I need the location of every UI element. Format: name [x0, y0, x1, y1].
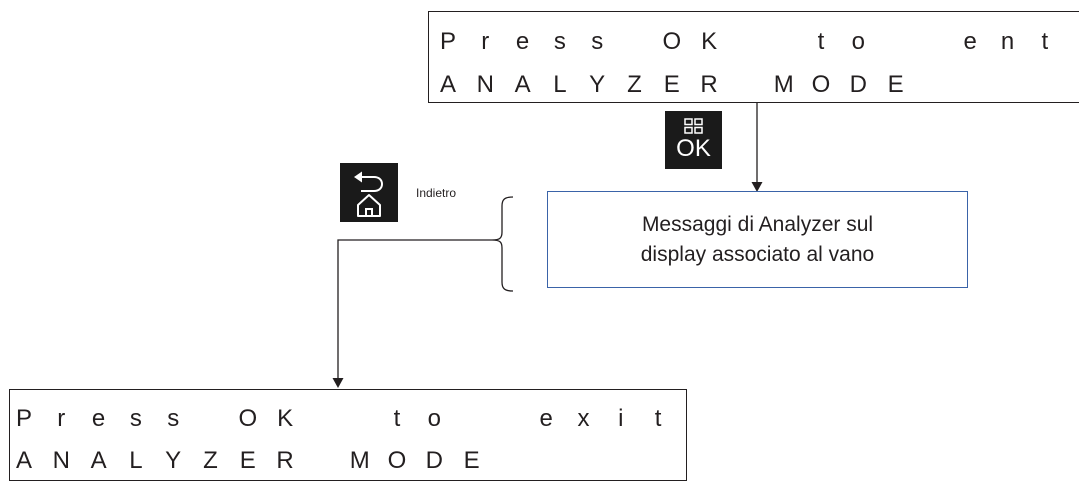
lcd-char: n: [1000, 28, 1015, 55]
lcd-char: e: [539, 405, 553, 432]
lcd-char: t: [654, 405, 662, 432]
lcd-char: N: [476, 71, 494, 98]
home-icon: [357, 194, 381, 217]
message-line-1: Messaggi di Analyzer sul: [641, 212, 874, 236]
lcd-char: O: [662, 28, 682, 55]
lcd-char: e: [91, 405, 106, 432]
lcd-char: E: [887, 71, 904, 98]
lcd-char: r: [1067, 24, 1079, 60]
arrowhead-to-bottom: [332, 378, 344, 388]
lcd-char: o: [851, 28, 865, 55]
connector-brace-to-bottom: [337, 239, 492, 379]
lcd-char: Y: [589, 71, 606, 98]
lcd-char: R: [700, 71, 718, 98]
back-label: Indietro: [416, 186, 457, 200]
lcd-char: A: [514, 71, 531, 98]
lcd-char: s: [129, 405, 142, 432]
lcd-char: M: [773, 71, 794, 98]
lcd-char: R: [276, 447, 294, 474]
lcd-char: D: [425, 447, 443, 474]
back-arrow-icon: [354, 171, 384, 192]
curly-brace: [491, 196, 514, 292]
lcd-char: s: [167, 405, 180, 432]
lcd-char: E: [463, 447, 480, 474]
lcd-char: L: [129, 447, 143, 474]
lcd-char: s: [553, 28, 566, 55]
lcd-char: L: [553, 71, 567, 98]
lcd-char: o: [427, 405, 441, 432]
lcd-char: Z: [203, 447, 218, 474]
lcd-char: Y: [165, 447, 182, 474]
message-line-2: display associato al vano: [640, 242, 875, 266]
lcd-char: K: [277, 405, 294, 432]
back-home-key: [340, 163, 398, 222]
ok-key: OK: [665, 111, 722, 169]
lcd-char: E: [239, 447, 256, 474]
lcd-char: Z: [627, 71, 642, 98]
lcd-char: i: [618, 405, 624, 432]
lcd-char: E: [663, 71, 680, 98]
lcd-char: x: [577, 405, 590, 432]
lcd-char: D: [849, 71, 867, 98]
lcd-char: t: [817, 28, 825, 55]
analyzer-message-box: Messaggi di Analyzer sul display associa…: [547, 191, 968, 288]
lcd-char: P: [15, 405, 32, 432]
lcd-char: K: [701, 28, 718, 55]
lcd-char: N: [52, 447, 70, 474]
lcd-char: r: [57, 405, 66, 432]
lcd-char: A: [90, 447, 107, 474]
menu-grid-icon: [684, 118, 703, 134]
lcd-char: A: [439, 71, 456, 98]
ok-key-label: OK: [676, 135, 711, 162]
lcd-char: e: [515, 28, 530, 55]
lcd-char: O: [387, 447, 407, 474]
lcd-char: s: [591, 28, 604, 55]
lcd-char: P: [439, 28, 456, 55]
lcd-char: e: [963, 28, 977, 55]
lcd-char: A: [15, 447, 32, 474]
lcd-char: t: [1041, 28, 1049, 55]
lcd-char: M: [349, 447, 370, 474]
arrowhead-to-message: [751, 182, 763, 192]
lcd-char: O: [811, 71, 831, 98]
lcd-char: t: [393, 405, 401, 432]
lcd-char: r: [481, 28, 490, 55]
lcd-char: O: [238, 405, 258, 432]
